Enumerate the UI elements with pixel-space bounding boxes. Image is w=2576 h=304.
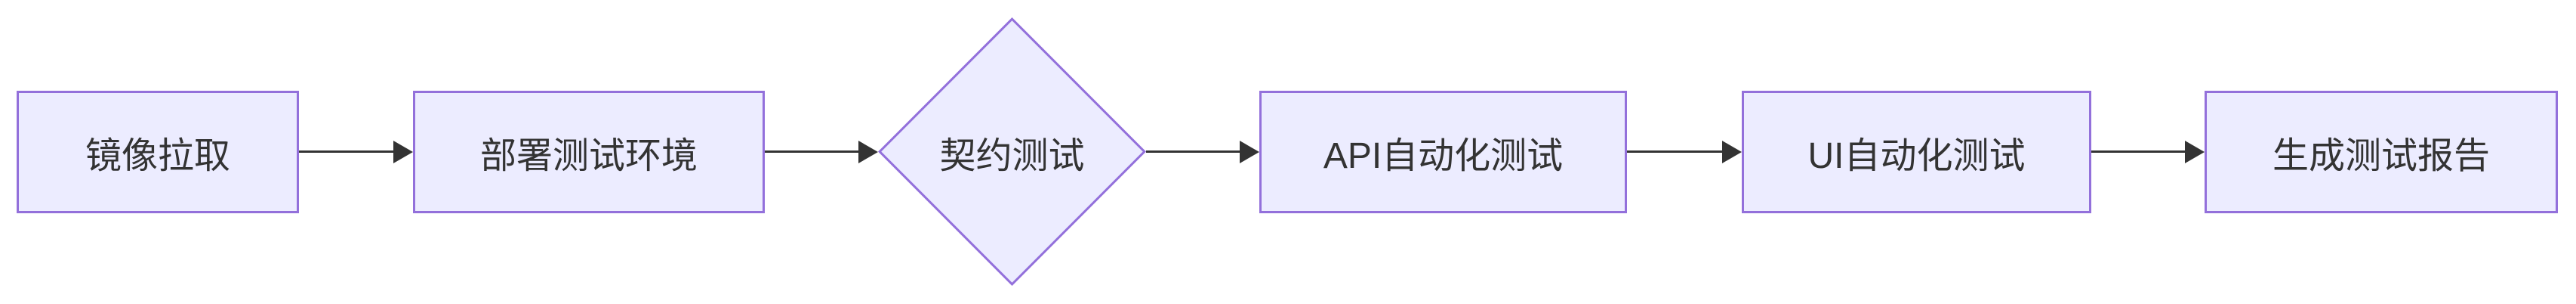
edge-line — [1146, 150, 1243, 154]
edge-line — [1627, 150, 1725, 154]
edge-ui-to-report — [2091, 141, 2205, 163]
arrow-right-icon — [1240, 141, 1259, 163]
node-api-automation-test: API自动化测试 — [1259, 91, 1627, 213]
edge-line — [2091, 150, 2188, 154]
node-contract-test: 契约测试 — [878, 17, 1146, 286]
arrow-right-icon — [393, 141, 413, 163]
node-generate-test-report: 生成测试报告 — [2205, 91, 2558, 213]
node-image-pull: 镜像拉取 — [17, 91, 299, 213]
arrow-right-icon — [1722, 141, 1742, 163]
arrow-right-icon — [858, 141, 878, 163]
edge-line — [299, 150, 396, 154]
node-ui-automation-test: UI自动化测试 — [1742, 91, 2091, 213]
edge-deploy-to-contract — [765, 141, 878, 163]
node-image-pull-label: 镜像拉取 — [85, 136, 230, 176]
edge-pull-to-deploy — [299, 141, 413, 163]
edge-line — [765, 150, 861, 154]
node-api-automation-test-label: API自动化测试 — [1323, 136, 1564, 176]
node-contract-test-label: 契约测试 — [939, 135, 1085, 176]
edge-contract-to-api — [1146, 141, 1259, 163]
node-deploy-test-env: 部署测试环境 — [413, 91, 765, 213]
node-ui-automation-test-label: UI自动化测试 — [1807, 136, 2026, 176]
node-deploy-test-env-label: 部署测试环境 — [479, 136, 698, 176]
arrow-right-icon — [2185, 141, 2205, 163]
node-generate-test-report-label: 生成测试报告 — [2272, 136, 2490, 176]
edge-api-to-ui — [1627, 141, 1742, 163]
